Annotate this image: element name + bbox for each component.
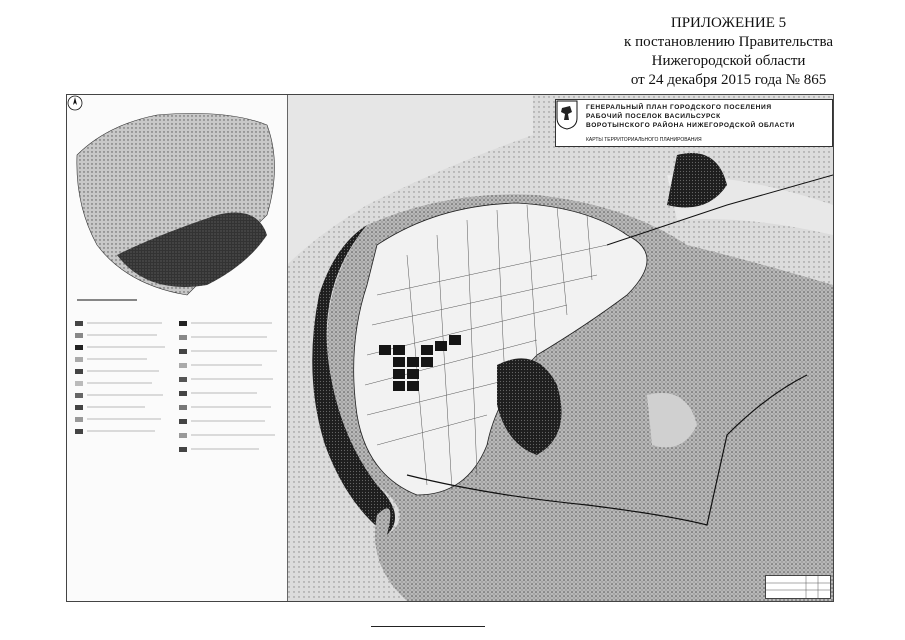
clearing: [647, 393, 697, 448]
development-blocks: [379, 335, 461, 391]
appendix-title: ПРИЛОЖЕНИЕ 5: [670, 15, 787, 31]
legend-text-lines: [87, 322, 277, 450]
dark-forest-north: [667, 153, 727, 208]
boundary-line: [406, 374, 808, 526]
road-line: [606, 174, 833, 246]
inset-dark: [117, 212, 267, 287]
map-title-block: ГЕНЕРАЛЬНЫЙ ПЛАН ГОРОДСКОГО ПОСЕЛЕНИЯ РА…: [555, 99, 833, 147]
legend-panel: [67, 95, 288, 601]
settlement-area: [353, 202, 648, 496]
map-title-lines: ГЕНЕРАЛЬНЫЙ ПЛАН ГОРОДСКОГО ПОСЕЛЕНИЯ РА…: [586, 103, 795, 130]
map-sheet: ГЕНЕРАЛЬНЫЙ ПЛАН ГОРОДСКОГО ПОСЕЛЕНИЯ РА…: [66, 94, 834, 602]
appendix-region-line: Нижегородской области: [651, 53, 806, 69]
coat-of-arms-icon: [556, 100, 578, 130]
footer-divider: [371, 626, 485, 627]
map-title-line2: РАБОЧИЙ ПОСЕЛОК ВАСИЛЬСУРСК: [586, 113, 721, 120]
dark-forest-core: [497, 358, 562, 455]
appendix-ref-line: к постановлению Правительства: [624, 34, 833, 50]
river-band: [287, 95, 533, 265]
map-title-line1: ГЕНЕРАЛЬНЫЙ ПЛАН ГОРОДСКОГО ПОСЕЛЕНИЯ: [586, 104, 772, 111]
map-subtitle: КАРТЫ ТЕРРИТОРИАЛЬНОГО ПЛАНИРОВАНИЯ: [586, 137, 702, 143]
inset-map: [75, 113, 277, 452]
title-stamp: [765, 575, 831, 599]
stamp-grid: [766, 576, 830, 598]
map-title-line3: ВОРОТЫНСКОГО РАЙОНА НИЖЕГОРОДСКОЙ ОБЛАСТ…: [586, 122, 795, 129]
legend-items: [75, 321, 187, 452]
north-arrow-icon: [67, 95, 83, 111]
appendix-date-line: от 24 декабря 2015 года № 865: [630, 72, 827, 88]
map-drawing: [287, 95, 833, 601]
appendix-header: ПРИЛОЖЕНИЕ 5 к постановлению Правительст…: [624, 14, 833, 90]
dark-bank-zone: [312, 225, 395, 535]
